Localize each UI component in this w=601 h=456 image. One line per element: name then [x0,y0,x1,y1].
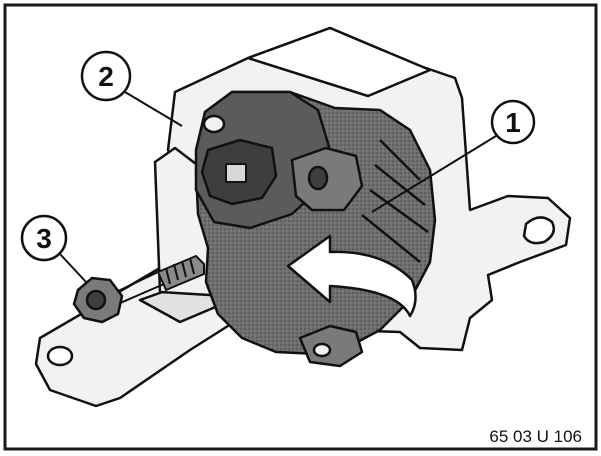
callout-3-label: 3 [36,223,52,254]
hex-nut [72,276,124,324]
callout-1: 1 [371,99,536,213]
reference-code: 65 03 U 106 [489,427,582,446]
bolt [111,254,205,305]
callout-2-label: 2 [98,61,114,92]
callout-3: 3 [20,214,87,283]
rotation-arrow [286,234,417,318]
callout-1-label: 1 [505,107,521,138]
unit-body [194,90,437,368]
callout-2: 2 [80,50,183,127]
